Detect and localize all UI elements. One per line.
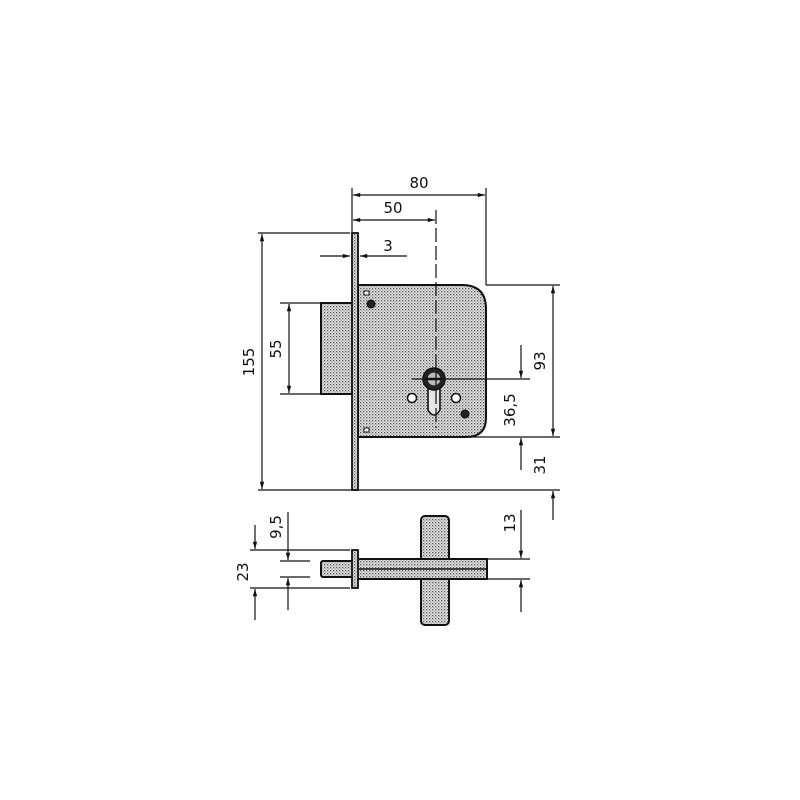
rivet-icon: [363, 427, 370, 433]
dim-label-80: 80: [409, 174, 428, 192]
dim-label-31: 31: [531, 455, 549, 474]
dim-label-9-5: 9,5: [267, 515, 285, 539]
dim-label-36-5: 36,5: [501, 393, 519, 426]
faceplate: [351, 232, 359, 491]
front-view: [258, 188, 560, 520]
bolt-tip: [320, 560, 355, 578]
dim-label-50: 50: [383, 199, 402, 217]
dim-label-13: 13: [501, 513, 519, 532]
dim-label-93: 93: [531, 351, 549, 370]
dim-label-155: 155: [240, 348, 258, 377]
rivet-icon: [363, 290, 370, 296]
front-view-labels: 80 50 3 155 55 93 36,5 31: [240, 174, 549, 475]
latch-bolt: [320, 302, 354, 395]
screw-icon: [460, 409, 470, 419]
faceplate-side: [351, 549, 359, 589]
side-view: [250, 510, 530, 626]
mounting-hole-icon: [406, 392, 418, 404]
cylinder-keyhole-icon: [427, 388, 441, 416]
side-view-labels: 23 9,5 13: [234, 513, 519, 581]
screw-icon: [366, 299, 376, 309]
mounting-hole-icon: [450, 392, 462, 404]
dim-label-23: 23: [234, 562, 252, 581]
dim-label-3: 3: [383, 237, 393, 255]
dim-label-55: 55: [267, 339, 285, 358]
